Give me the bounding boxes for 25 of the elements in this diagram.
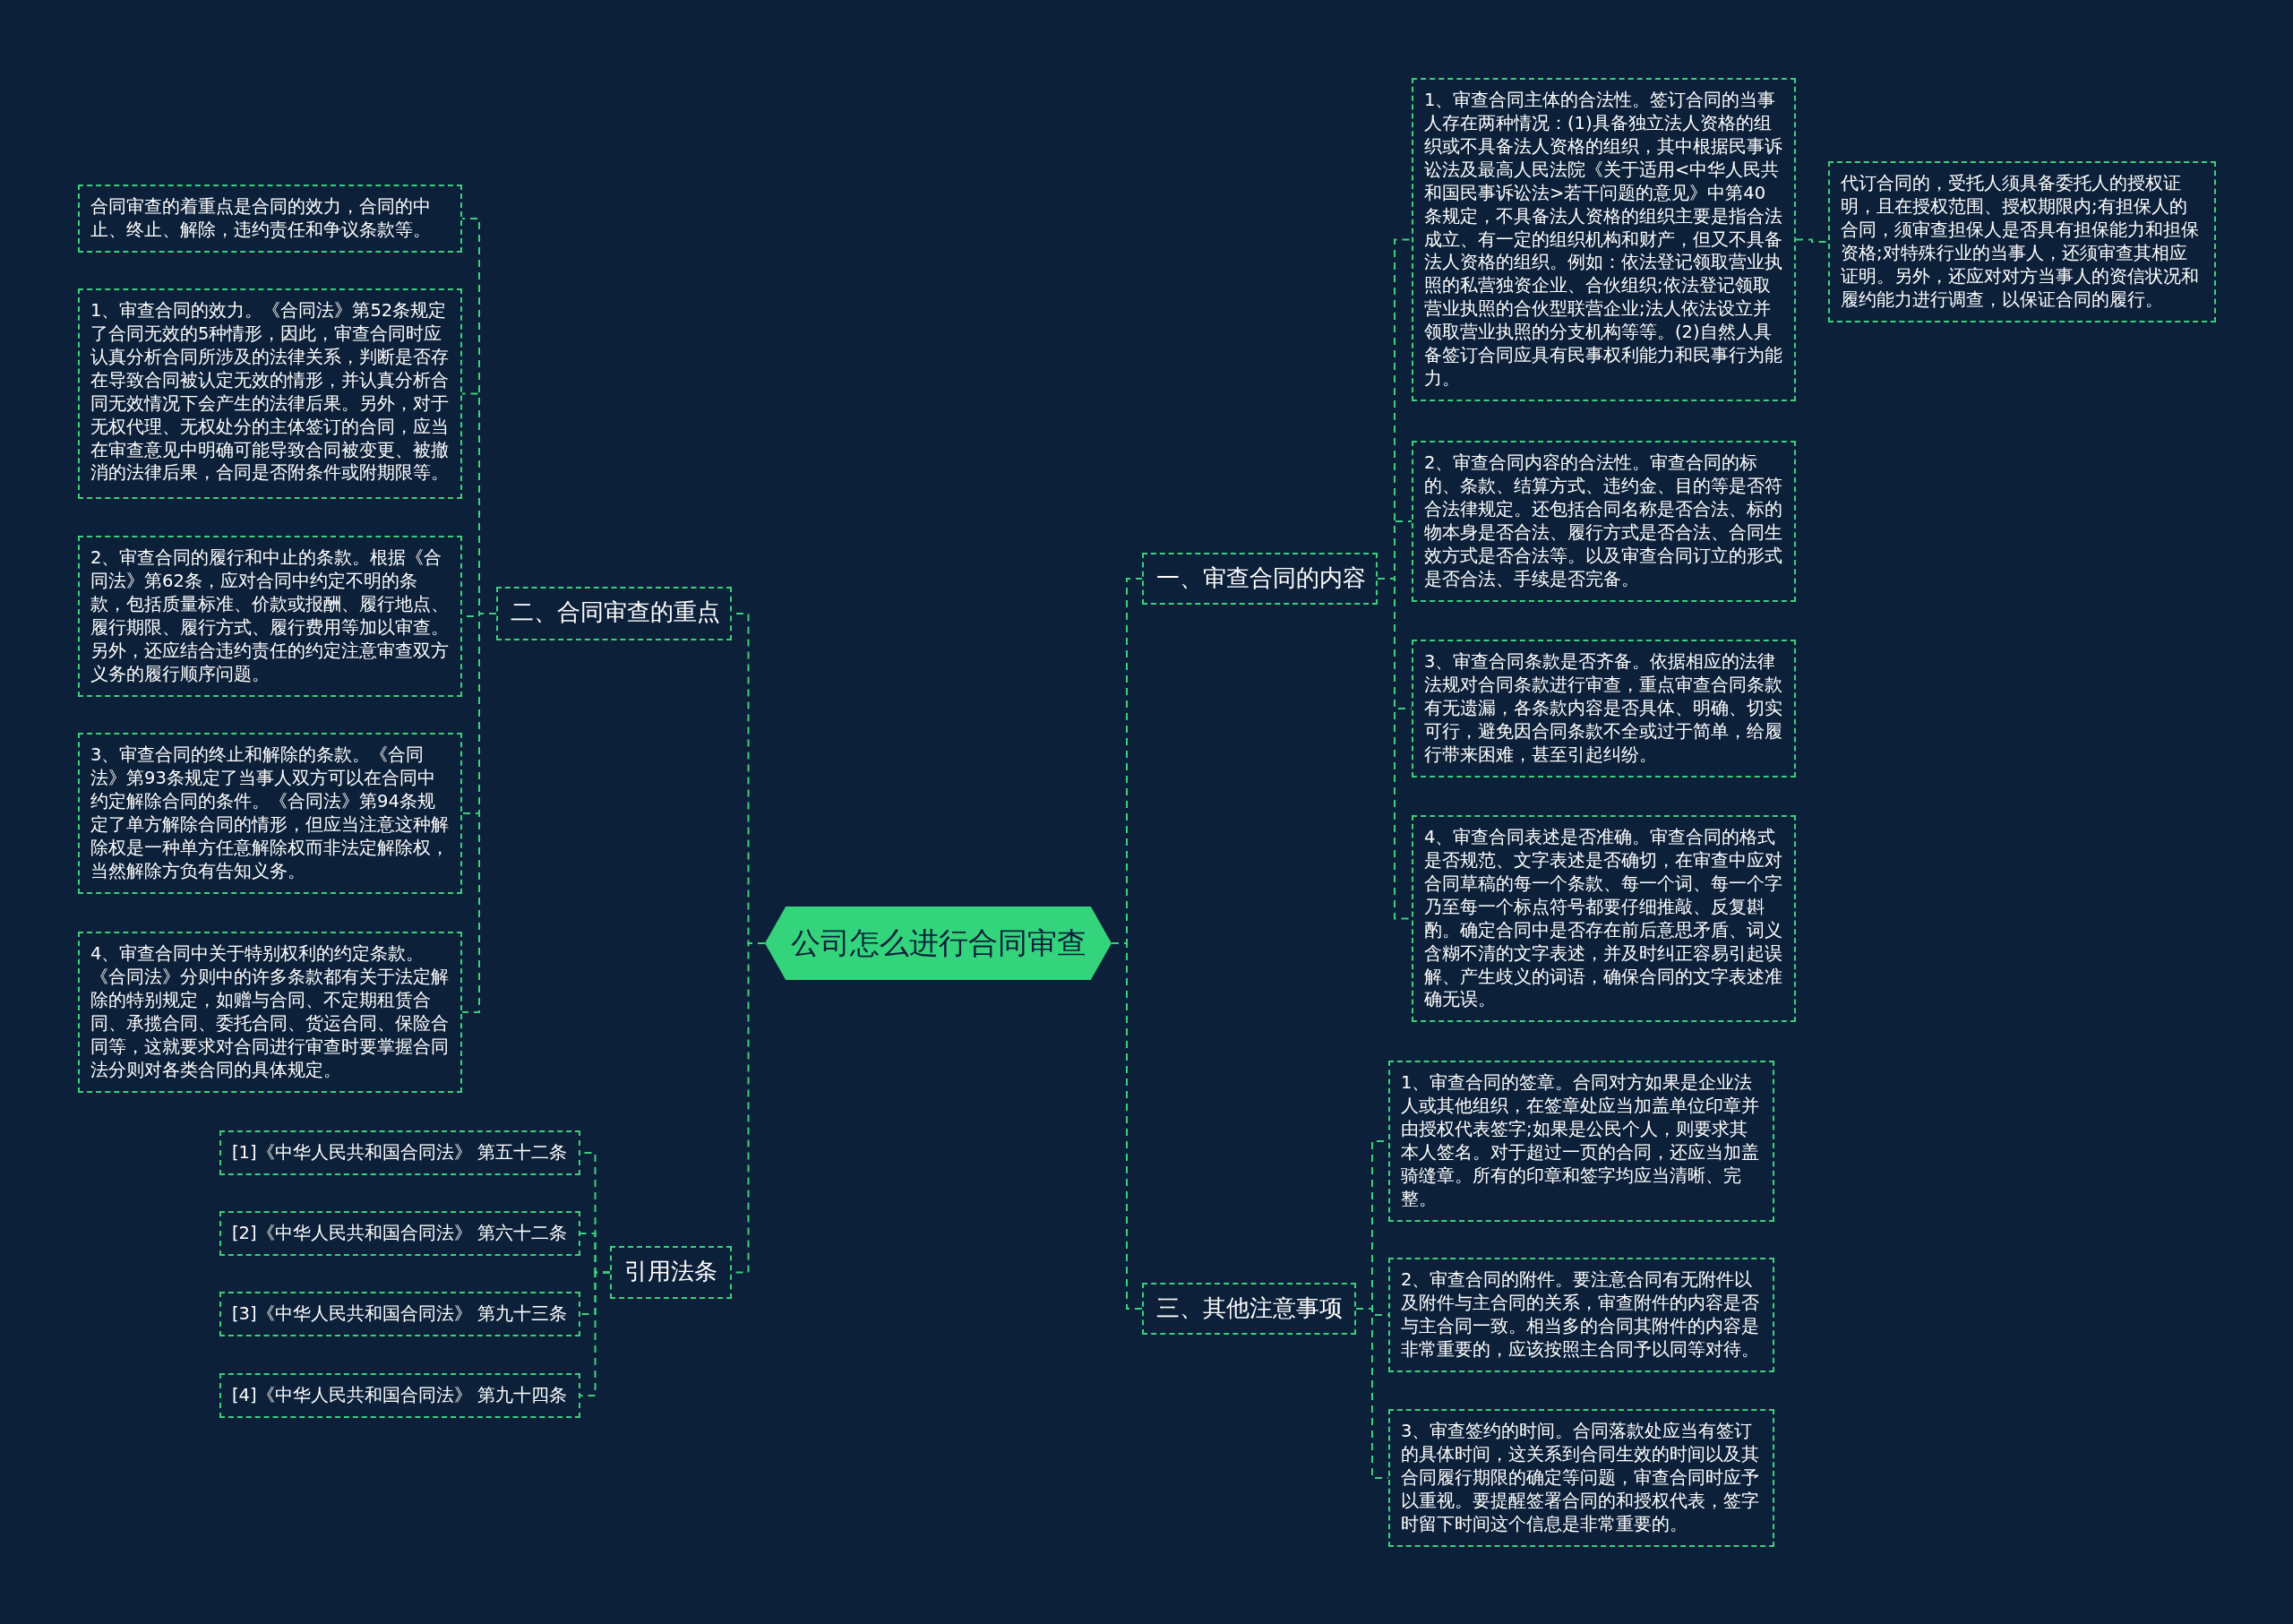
note-box: 2、审查合同的履行和中止的条款。根据《合同法》第62条，应对合同中约定不明的条款，包括质量标准、价款或报酬、履行地点、履行期限、履行方式、履行费用等加以审查。另外，还应结合违约责任的约定注意审查双方义务的履行顺序问题。 [78, 536, 462, 697]
branch-topic: 二、合同审查的重点 [496, 587, 732, 640]
topic-hexagon [765, 907, 1112, 980]
note-box: 3、审查合同的终止和解除的条款。《合同法》第93条规定了当事人双方可以在合同中约定解除合同的条件。《合同法》第94条规定了单方解除合同的情形，但应当注意这种解除权是一种单方任意解除权而非法定解除权，当然解除方负有告知义务。 [78, 733, 462, 894]
note-box: 合同审查的着重点是合同的效力，合同的中止、终止、解除，违约责任和争议条款等。 [78, 185, 462, 253]
note-box: 1、审查合同的签章。合同对方如果是企业法人或其他组织，在签章处应当加盖单位印章并由授权代表签字;如果是公民个人，则要求其本人签名。对于超过一页的合同，还应当加盖骑缝章。所有的印章和签字均应当清晰、完整。 [1388, 1061, 1774, 1222]
note-box: 1、审查合同主体的合法性。签订合同的当事人存在两种情况：(1)具备独立法人资格的组织或不具备法人资格的组织，其中根据民事诉讼法及最高人民法院《关于适用<中华人民共和国民事诉讼法>若干问题的意见》中第40条规定，不具备法人资格的组织主要是指合法成立、有一定的组织机构和财产，但又不具备法人资格的组织。例如：依法登记领取营业执照的私营独资企业、合伙组织;依法登记领取营业执照的合伙型联营企业;法人依法设立并领取营业执照的分支机构等等。(2)自然人具备签订合同应具有民事权利能力和民事行为能力。 [1412, 78, 1796, 401]
note-box: 4、审查合同表述是否准确。审查合同的格式是否规范、文字表述是否确切，在审查中应对合同草稿的每一个条款、每一个词、每一个字乃至每一个标点符号都要仔细推敲、反复斟酌。确定合同中是否存在前后意思矛盾、词义含糊不清的文字表述，并及时纠正容易引起误解、产生歧义的词语，确保合同的文字表述准确无误。 [1412, 815, 1796, 1023]
branch-topic: 三、其他注意事项 [1142, 1283, 1356, 1335]
citation-box: [1]《中华人民共和国合同法》 第五十二条 [219, 1130, 580, 1175]
note-box: 2、审查合同的附件。要注意合同有无附件以及附件与主合同的关系，审查附件的内容是否与主合同一致。相当多的合同其附件的内容是非常重要的，应该按照主合同予以同等对待。 [1388, 1258, 1774, 1372]
connector-line [1795, 238, 1829, 243]
citation-box: [4]《中华人民共和国合同法》 第九十四条 [219, 1373, 580, 1418]
branch-topic: 一、审查合同的内容 [1142, 553, 1378, 605]
citation-box: [2]《中华人民共和国合同法》 第六十二条 [219, 1211, 580, 1256]
note-box: 3、审查合同条款是否齐备。依据相应的法律法规对合同条款进行审查，重点审查合同条款有无遗漏，各条款内容是否具体、明确、切实可行，避免因合同条款不全或过于简单，给履行带来困难，甚至引起纠纷。 [1412, 640, 1796, 778]
connector-line [580, 1271, 611, 1396]
note-box: 2、审查合同内容的合法性。审查合同的标的、条款、结算方式、违约金、目的等是否符合法律规定。还包括合同名称是否合法、标的物本身是否合法、履行方式是否合法、合同生效方式是否合法等。以及审查合同订立的形式是否合法、手续是否完备。 [1412, 441, 1796, 602]
branch-topic: 引用法条 [610, 1246, 732, 1299]
note-box: 代订合同的，受托人须具备委托人的授权证明，且在授权范围、授权期限内;有担保人的合同，须审查担保人是否具有担保能力和担保资格;对特殊行业的当事人，还须审查其相应证明。另外，还应对对方当事人的资信状况和履约能力进行调查，以保证合同的履行。 [1828, 161, 2216, 322]
note-box: 3、审查签约的时间。合同落款处应当有签订的具体时间，这关系到合同生效的时间以及其合同履行期限的确定等问题，审查合同时应予以重视。要提醒签署合同的和授权代表，签字时留下时间这个信息是非常重要的。 [1388, 1409, 1774, 1547]
note-box: 4、审查合同中关于特别权利的约定条款。《合同法》分则中的许多条款都有关于法定解除的特别规定，如赠与合同、不定期租赁合同、承揽合同、委托合同、货运合同、保险合同等，这就要求对合同进行审查时要掌握合同法分则对各类合同的具体规定。 [78, 932, 462, 1093]
note-box: 1、审查合同的效力。《合同法》第52条规定了合同无效的5种情形，因此，审查合同时应认真分析合同所涉及的法律关系，判断是否存在导致合同被认定无效的情形，并认真分析合同无效情况下会产生的法律后果。另外，对于无权代理、无权处分的主体签订的合同，应当在审查意见中明确可能导致合同被变更、被撤消的法律后果，合同是否附条件或附期限等。 [78, 288, 462, 499]
topic-title: 公司怎么进行合同审查 [790, 924, 1086, 962]
citation-box: [3]《中华人民共和国合同法》 第九十三条 [219, 1292, 580, 1336]
